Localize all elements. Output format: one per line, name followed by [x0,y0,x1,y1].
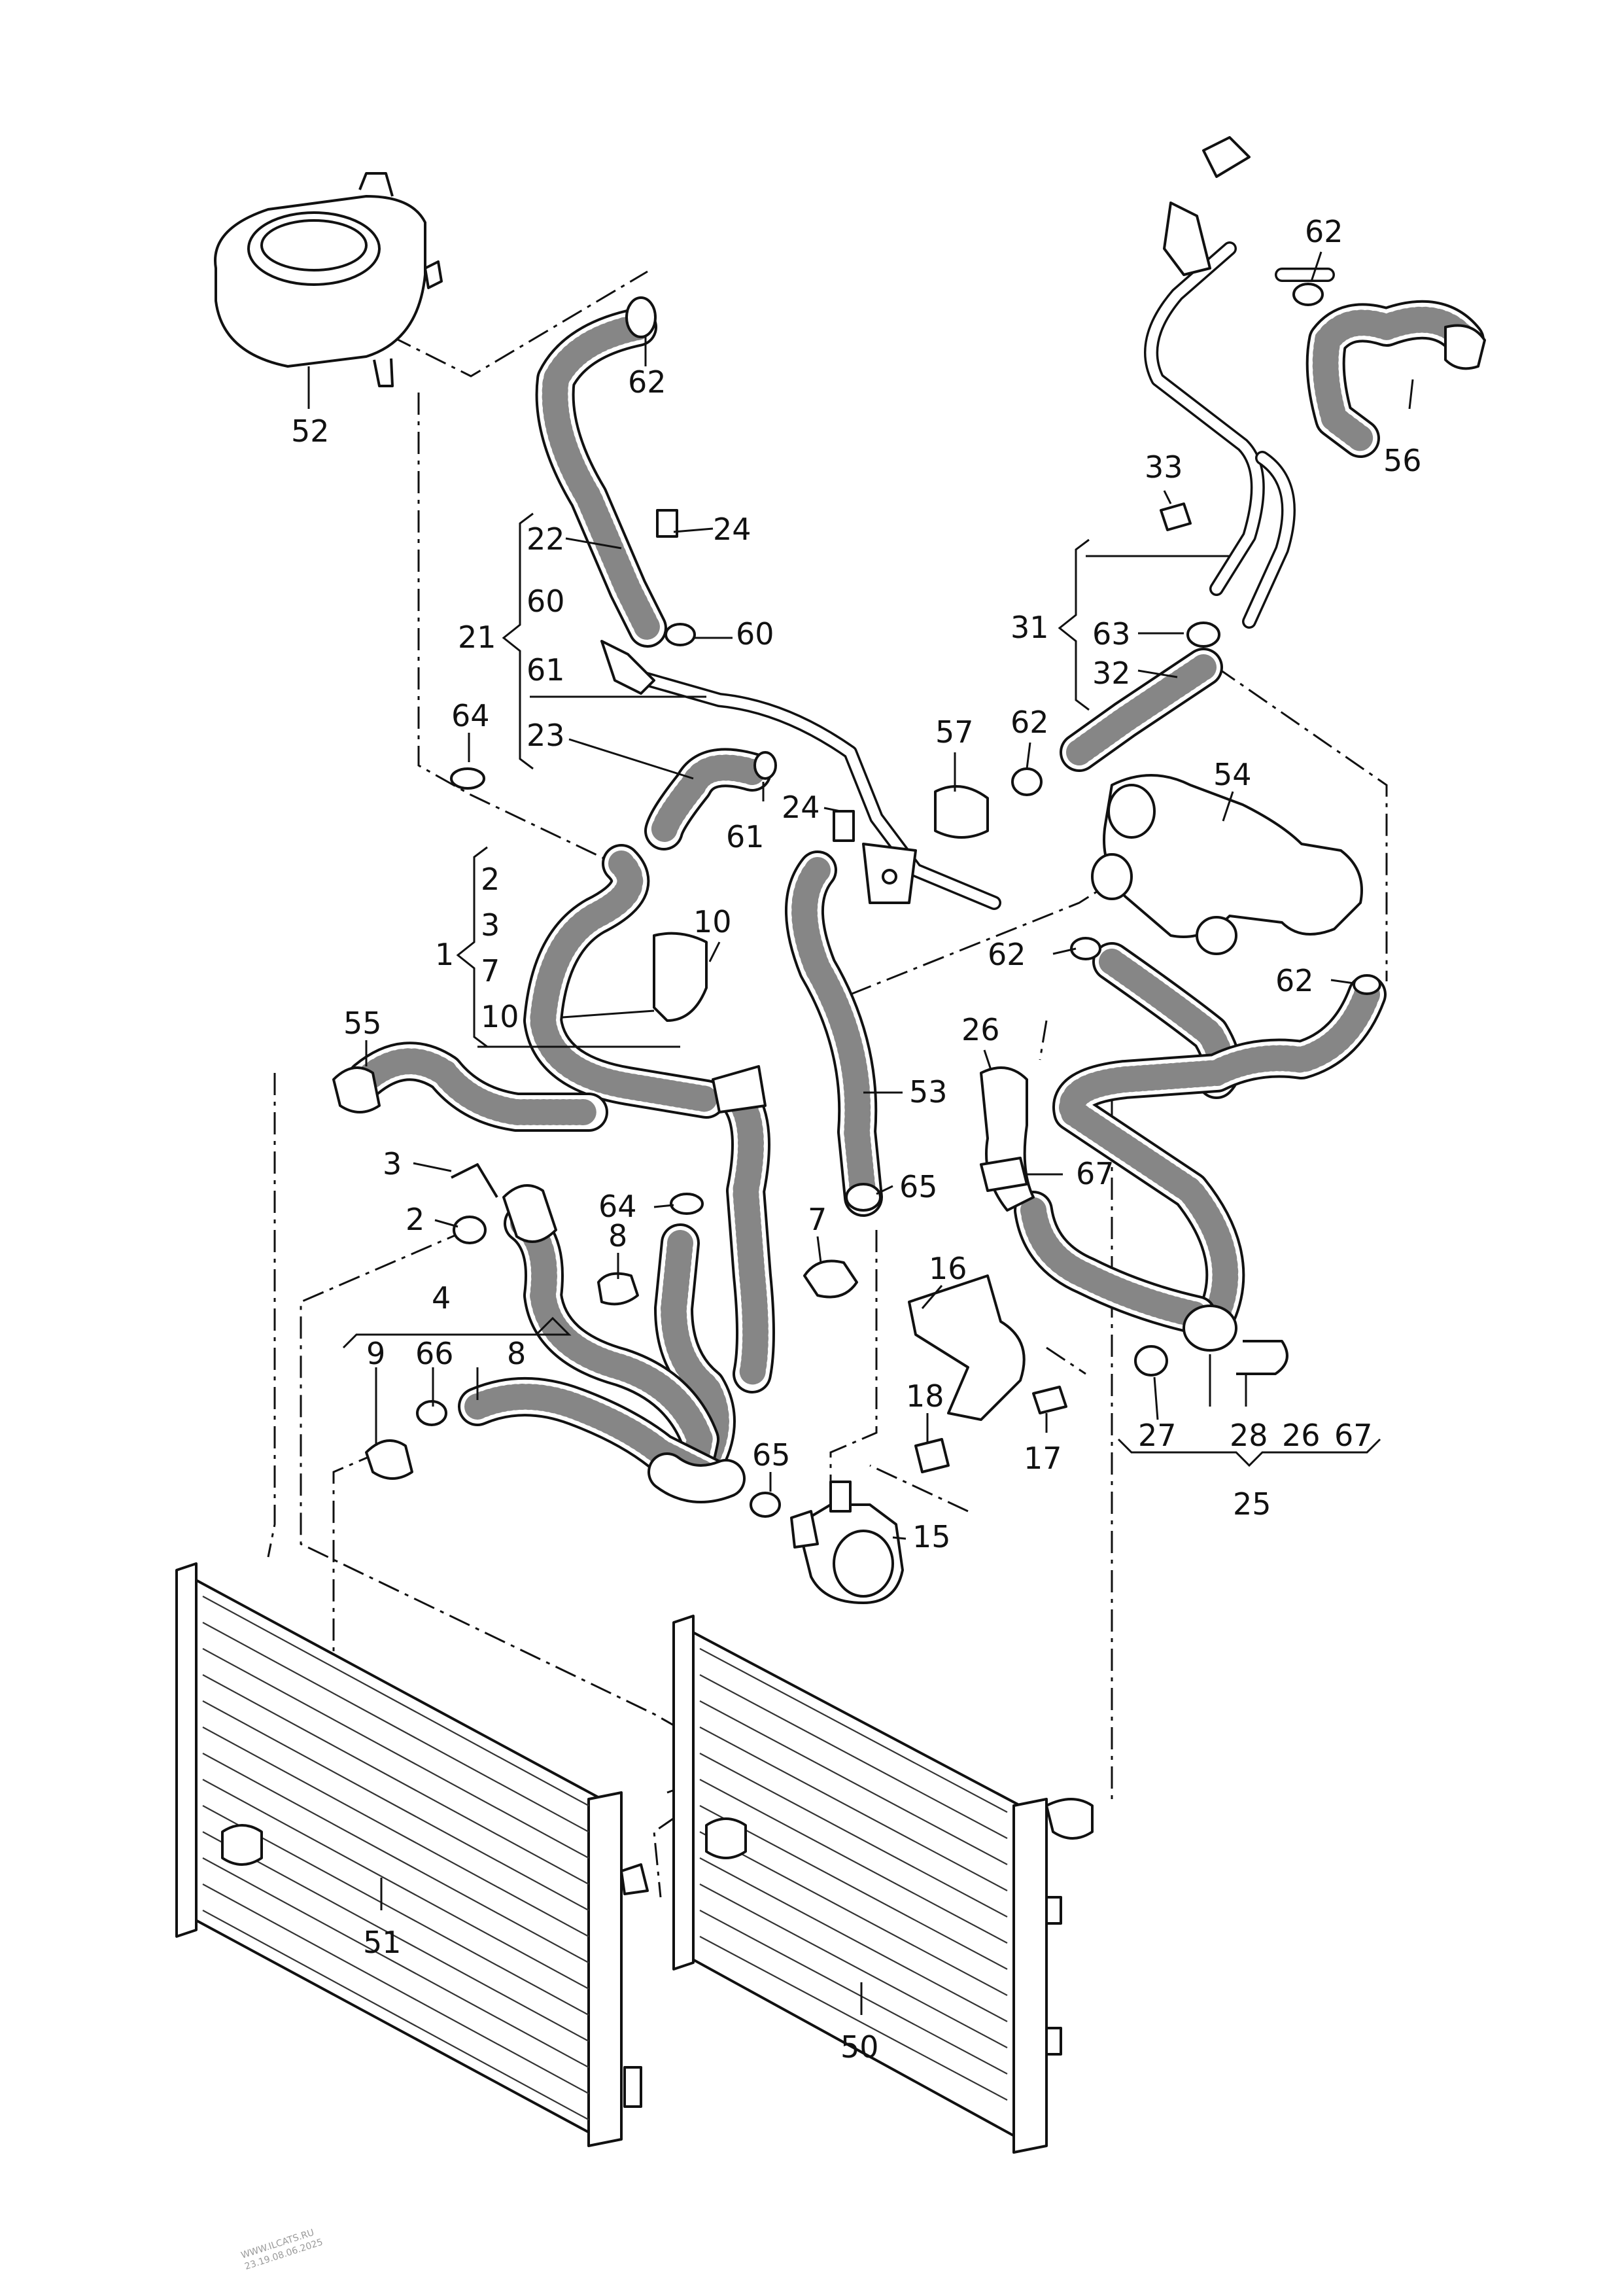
callout-57: 57 [935,714,974,750]
callout-26: 26 [1282,1418,1321,1453]
callout-2: 2 [481,862,500,897]
callout-26: 26 [961,1012,1000,1047]
callout-60: 60 [527,584,565,619]
callout-28: 28 [1230,1418,1268,1453]
callout-52: 52 [291,413,330,449]
callout-50: 50 [840,2029,879,2065]
callout-67: 67 [1076,1156,1114,1191]
callout-51: 51 [363,1925,402,1960]
callout-1: 1 [435,937,454,972]
callout-64: 64 [598,1189,637,1224]
callout-62: 62 [1011,705,1049,740]
callout-67: 67 [1334,1418,1373,1453]
callout-56: 56 [1383,443,1422,478]
rigid-pipes [621,241,1335,910]
radiator-50 [672,1615,1094,2154]
callout-24: 24 [782,790,820,825]
callout-62: 62 [628,364,666,400]
callout-15: 15 [912,1519,951,1554]
callout-8: 8 [608,1218,627,1253]
callout-23: 23 [527,718,565,753]
callout-62: 62 [988,937,1026,972]
callout-7: 7 [481,953,500,989]
coolant-hoses [347,300,1485,1503]
callout-64: 64 [451,698,490,733]
callout-3: 3 [481,907,500,943]
callout-62: 62 [1275,963,1314,998]
callout-2: 2 [406,1202,424,1237]
callout-61: 61 [726,819,765,854]
electric-coolant-pump [790,1480,904,1604]
callout-65: 65 [752,1437,791,1473]
callout-54: 54 [1213,757,1252,792]
callout-8: 8 [507,1336,526,1371]
callout-4: 4 [432,1280,451,1316]
callout-31: 31 [1011,610,1049,645]
callout-24: 24 [713,512,752,547]
callout-66: 66 [415,1336,454,1371]
callout-62: 62 [1305,214,1343,249]
callout-10: 10 [481,999,519,1034]
callout-25: 25 [1233,1486,1271,1522]
callout-3: 3 [383,1146,402,1182]
callout-63: 63 [1092,616,1131,652]
callout-65: 65 [899,1169,938,1204]
callout-18: 18 [906,1378,944,1414]
callout-61: 61 [527,652,565,688]
callout-27: 27 [1138,1418,1177,1453]
fittings-and-brackets [332,136,1486,1518]
callout-32: 32 [1092,656,1131,691]
callout-22: 22 [527,521,565,557]
callout-33: 33 [1145,449,1183,485]
callout-21: 21 [458,620,496,655]
callout-10: 10 [693,904,732,939]
callout-17: 17 [1024,1441,1062,1476]
callout-9: 9 [366,1336,385,1371]
callout-53: 53 [909,1074,948,1110]
expansion-tank [214,172,443,387]
callout-7: 7 [808,1202,827,1237]
callout-60: 60 [736,616,774,652]
radiator-51 [175,1562,649,2147]
leader-lines [307,251,1414,2015]
callout-16: 16 [929,1251,967,1286]
watermark: WWW.ILCATS.RU 23.19.08.06.2025 [240,2228,324,2272]
callout-55: 55 [343,1006,382,1041]
callout-labels: 52 62 22 24 60 21 60 61 23 64 61 24 2 3 … [291,214,1422,2065]
